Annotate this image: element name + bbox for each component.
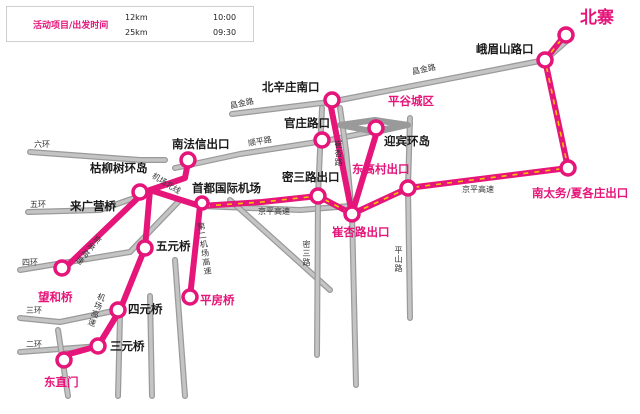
road-label-pingshan: 平山路 — [394, 246, 403, 273]
node-wanghe-bridge[interactable] — [53, 259, 71, 277]
node-donggaocun-exit[interactable] — [399, 179, 417, 197]
road-ring6-inner — [28, 150, 167, 162]
legend-distance-25km: 25km — [125, 28, 148, 37]
route-nodes — [53, 26, 577, 369]
label-cuixing-exit: 崔杏路出口 — [332, 225, 390, 239]
road-pingshan-inner — [406, 116, 412, 320]
label-pingfang-bridge: 平房桥 — [200, 293, 235, 307]
legend-time-10: 10:00 — [213, 13, 237, 22]
road-ring3-inner — [18, 308, 120, 324]
label-ememeishan-exit: 峨眉山路口 — [476, 42, 534, 56]
label-pinggu-district: 平谷城区 — [388, 94, 434, 108]
label-guanzhuang-exit: 官庄路口 — [284, 116, 330, 130]
road-loop-yingbin — [337, 117, 411, 135]
label-wanghe-bridge: 望和桥 — [38, 290, 73, 304]
route-segment-beixinzhuang — [327, 99, 355, 217]
road-airport-diagonal-inner — [228, 198, 332, 292]
label-dongzhimen: 东直门 — [44, 375, 79, 389]
route-segment-jingcheng — [62, 193, 143, 271]
road-label-ring3: 三环 — [26, 306, 42, 315]
destination-label: 北寨 — [580, 8, 614, 28]
legend-time-0930: 09:30 — [213, 28, 237, 37]
road-cuixing-inner — [338, 106, 358, 387]
road-label-jingping-east: 京平高速 — [462, 185, 494, 194]
node-guanzhuang-exit[interactable] — [313, 131, 331, 149]
label-beixinzhuang-south: 北辛庄南口 — [262, 80, 320, 94]
legend-distance-12km: 12km — [125, 13, 148, 22]
road-misan-inner — [315, 106, 324, 357]
label-nanfaxin-exit: 南法信出口 — [172, 137, 230, 151]
node-sanyuan-bridge[interactable] — [89, 337, 107, 355]
node-beizhai[interactable] — [557, 26, 575, 44]
node-siyuan-bridge[interactable] — [109, 301, 127, 319]
route-direction-dashes — [204, 34, 569, 215]
label-laiguangying-bridge: 来广营桥 — [70, 199, 116, 213]
label-sanyuan-bridge: 三元桥 — [110, 339, 145, 353]
node-misan-exit[interactable] — [309, 187, 327, 205]
route-segment-airport2 — [187, 203, 203, 300]
road-ring5-inner — [26, 194, 142, 214]
node-ememeishan-exit[interactable] — [536, 51, 554, 69]
label-siyuan-bridge: 四元桥 — [128, 302, 163, 316]
road-label-misan: 密三路 — [302, 240, 311, 267]
node-kuliushu[interactable] — [131, 183, 149, 201]
legend-title: 活动项目/出发时间 — [33, 21, 109, 31]
road-label-jingping-west: 京平高速 — [258, 207, 290, 216]
label-wuyuan-bridge: 五元桥 — [156, 239, 191, 253]
node-beixinzhuang-south[interactable] — [323, 91, 341, 109]
road-label-cuixing: 崔杏路 — [334, 140, 343, 167]
node-cuixing-exit[interactable] — [343, 205, 361, 223]
label-yingbin-roundabout: 迎宾环岛 — [384, 134, 430, 148]
node-wuyuan-bridge[interactable] — [136, 239, 154, 257]
label-nantaiwu-exit: 南太务/夏各庄出口 — [532, 186, 629, 200]
node-dongzhimen[interactable] — [55, 351, 73, 369]
label-donggaocun-exit: 东高村出口 — [352, 162, 410, 176]
road-label-ring2: 二环 — [26, 340, 42, 349]
road-label-ring6: 六环 — [34, 140, 50, 149]
route-segment-cuixing-link — [349, 125, 381, 217]
node-capital-airport[interactable] — [194, 195, 210, 211]
label-misan-exit: 密三路出口 — [282, 170, 340, 184]
road-label-ring5: 五环 — [30, 200, 46, 209]
node-nantaiwu-exit[interactable] — [559, 159, 577, 177]
legend: 活动项目/出发时间 12km 10:00 25km 09:30 — [6, 6, 254, 42]
node-pingfang-bridge[interactable] — [181, 288, 199, 306]
label-kuliushu-roundabout: 枯柳树环岛 — [90, 161, 148, 175]
node-nanfaxin[interactable] — [179, 151, 197, 169]
label-capital-airport: 首都国际机场 — [192, 181, 261, 195]
road-label-ring4: 四环 — [22, 258, 38, 267]
node-yingbin-roundabout[interactable] — [367, 119, 385, 137]
